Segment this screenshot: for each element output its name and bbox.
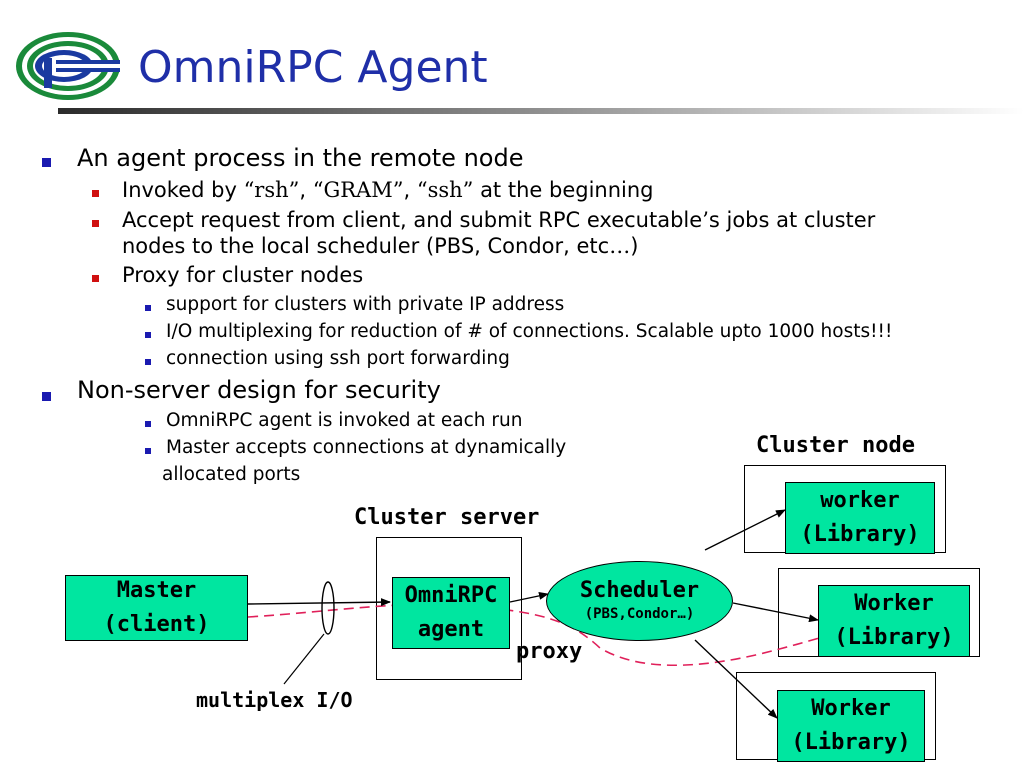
bullet-marker bbox=[145, 305, 151, 311]
bullet-marker bbox=[145, 421, 151, 427]
scheduler-ellipse: Scheduler (PBS,Condor…) bbox=[546, 561, 733, 641]
cluster-node-label: Cluster node bbox=[756, 433, 915, 458]
bullet-item: Accept request from client, and submit R… bbox=[122, 208, 876, 232]
slide-title: OmniRPC Agent bbox=[138, 42, 488, 93]
worker-sublabel: (Library) bbox=[791, 730, 911, 755]
bullet-marker bbox=[145, 448, 151, 454]
bullet-item: Proxy for cluster nodes bbox=[122, 263, 364, 287]
agent-label: OmniRPC bbox=[404, 583, 498, 608]
bullet-marker bbox=[145, 359, 151, 365]
agent-to-scheduler-arrow bbox=[509, 591, 549, 603]
bullet-item: I/O multiplexing for reduction of # of c… bbox=[166, 321, 893, 342]
worker-sublabel: (Library) bbox=[800, 522, 920, 547]
bullet-item: Invoked by “rsh”, “GRAM”, “ssh” at the b… bbox=[122, 178, 654, 202]
bullet-item: Master accepts connections at dynamicall… bbox=[166, 437, 567, 458]
bullet-item: connection using ssh port forwarding bbox=[166, 348, 510, 369]
worker-box-1: worker (Library) bbox=[785, 482, 935, 554]
scheduler-to-worker1-arrow bbox=[704, 509, 786, 551]
bullet-marker bbox=[92, 190, 99, 197]
logo-icon bbox=[16, 32, 122, 100]
worker-label: Worker bbox=[811, 696, 891, 721]
scheduler-to-worker3-arrow bbox=[694, 639, 778, 719]
bullet-item: support for clusters with private IP add… bbox=[166, 294, 565, 315]
worker-label: worker bbox=[820, 488, 900, 513]
master-sublabel: (client) bbox=[103, 612, 210, 637]
bullet-marker bbox=[42, 392, 51, 401]
bullet-item: Non-server design for security bbox=[77, 376, 441, 404]
worker-box-2: Worker (Library) bbox=[818, 585, 970, 657]
master-to-agent-arrow bbox=[247, 598, 391, 607]
title-rule bbox=[58, 108, 1024, 114]
cluster-server-label: Cluster server bbox=[354, 505, 540, 530]
omnirpc-agent-box: OmniRPC agent bbox=[392, 577, 510, 649]
master-label: Master bbox=[116, 578, 197, 603]
agent-sublabel: agent bbox=[417, 617, 485, 642]
multiplex-pointer bbox=[283, 633, 325, 685]
bullet-marker bbox=[92, 220, 99, 227]
scheduler-label: Scheduler bbox=[579, 578, 700, 603]
master-client-box: Master (client) bbox=[65, 575, 248, 641]
bullet-marker bbox=[42, 158, 51, 167]
bullet-item: An agent process in the remote node bbox=[77, 144, 524, 172]
bullet-item: OmniRPC agent is invoked at each run bbox=[166, 410, 523, 431]
bullet-item-continuation: allocated ports bbox=[162, 464, 301, 485]
proxy-label: proxy bbox=[516, 639, 583, 664]
worker-sublabel: (Library) bbox=[834, 625, 954, 650]
bullet-marker bbox=[145, 332, 151, 338]
worker-box-3: Worker (Library) bbox=[777, 690, 925, 762]
bullet-marker bbox=[92, 275, 99, 282]
worker-label: Worker bbox=[854, 591, 934, 616]
scheduler-sublabel: (PBS,Condor…) bbox=[584, 606, 695, 622]
scheduler-to-worker2-arrow bbox=[732, 602, 819, 623]
multiplex-io-label: multiplex I/O bbox=[196, 688, 353, 712]
bullet-item-continuation: nodes to the local scheduler (PBS, Condo… bbox=[122, 234, 639, 258]
multiplex-ellipse bbox=[321, 581, 335, 635]
